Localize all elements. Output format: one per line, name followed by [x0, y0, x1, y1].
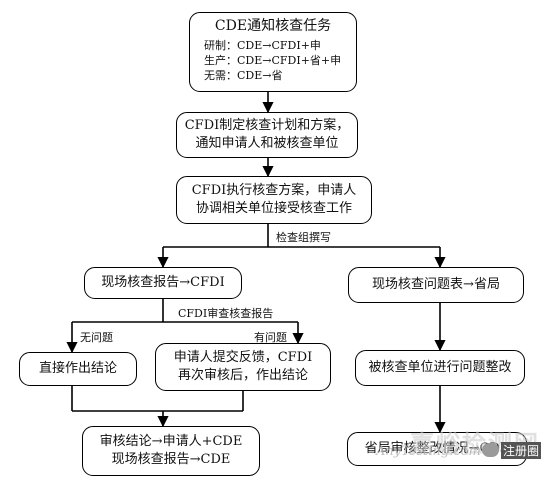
node-conclusion-line: 审核结论→申请人+CDE [99, 434, 243, 449]
node-task-title: CDE通知核查任务 [214, 18, 332, 34]
node-direct-label: 直接作出结论 [38, 361, 117, 376]
watermark-tag: 注册圈 [501, 442, 542, 459]
edge-label-compile: 检查组撰写 [276, 231, 331, 244]
node-rectify: 被核查单位进行问题整改 [355, 350, 525, 386]
node-feedback-line: 申请人提交反馈，CFDI [173, 350, 313, 365]
node-conclusion: 审核结论→申请人+CDE 现场核查报告→CDE [82, 426, 260, 476]
node-plan-line: CFDI制定核查计划和方案， [184, 118, 350, 133]
node-report-label: 现场核查报告→CFDI [101, 275, 225, 290]
node-rectify-label: 被核查单位进行问题整改 [368, 360, 512, 375]
wechat-icon [482, 443, 499, 457]
watermark: 嘉峪检测网 AnyTesting.com 注册圈 [370, 424, 542, 480]
node-conclusion-line: 现场核查报告→CDE [111, 452, 231, 467]
node-report: 现场核查报告→CFDI [84, 267, 242, 299]
node-feedback: 申请人提交反馈，CFDI 再次审核后，作出结论 [155, 343, 331, 391]
edge-label-review: CFDI审查核查报告 [178, 307, 274, 320]
node-execute-line: 协调相关单位接受核查工作 [195, 201, 352, 216]
edge-label-no-issue: 无问题 [80, 331, 113, 344]
edge-label-has-issue: 有问题 [254, 331, 287, 344]
node-task: CDE通知核查任务 研制：CDE→CFDI+申 生产：CDE→CFDI+省+申 … [189, 12, 357, 92]
node-issue-list: 现场核查问题表→省局 [348, 267, 524, 303]
node-plan-line: 通知申请人和被核查单位 [195, 136, 339, 151]
node-execute: CFDI执行核查方案，申请人 协调相关单位接受核查工作 [176, 176, 372, 224]
node-direct: 直接作出结论 [19, 352, 137, 386]
node-task-line: 生产：CDE→CFDI+省+申 [204, 54, 342, 67]
node-province-label: 省局审核整改情况→CDE [364, 441, 510, 456]
node-task-line: 研制：CDE→CFDI+申 [204, 39, 321, 52]
node-province: 省局审核整改情况→CDE [347, 432, 527, 466]
node-feedback-line: 再次审核后，作出结论 [177, 368, 308, 383]
node-plan: CFDI制定核查计划和方案， 通知申请人和被核查单位 [176, 112, 358, 158]
watermark-sub: AnyTesting.com [376, 444, 481, 459]
node-execute-line: CFDI执行核查方案，申请人 [191, 183, 357, 198]
node-task-line: 无需：CDE→省 [204, 69, 283, 82]
node-issue-list-label: 现场核查问题表→省局 [372, 277, 500, 292]
